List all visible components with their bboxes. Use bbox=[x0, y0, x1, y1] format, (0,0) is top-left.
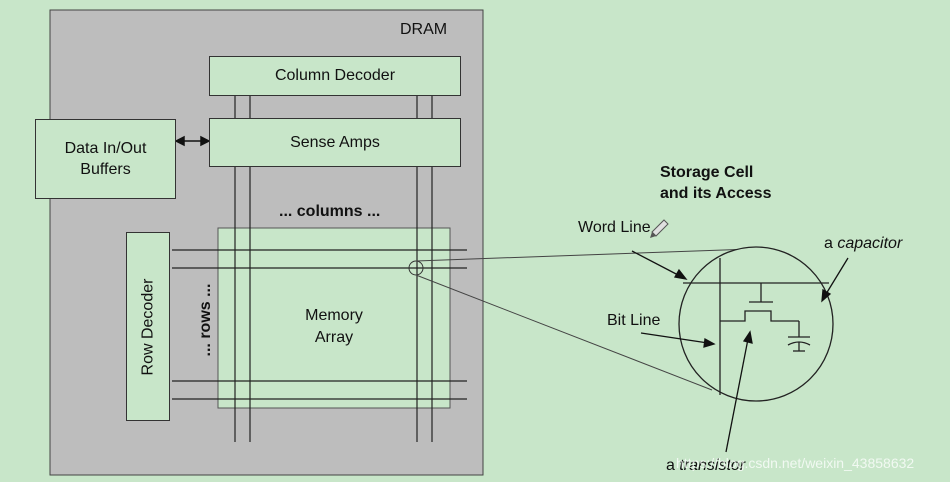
memory-array-label: Memory Array bbox=[301, 305, 367, 349]
memory-array-box bbox=[217, 227, 451, 409]
sense-amps-label: Sense Amps bbox=[290, 133, 380, 151]
row-decoder-label: Row Decoder bbox=[139, 278, 156, 375]
word-line-label: Word Line bbox=[578, 219, 651, 236]
columns-label: ... columns ... bbox=[279, 203, 381, 220]
memory-array-label-line2: Array bbox=[314, 329, 354, 346]
transistor-label-prefix: a bbox=[666, 457, 680, 474]
transistor-icon bbox=[720, 283, 799, 322]
column-decoder-box: Column Decoder bbox=[209, 56, 461, 96]
column-decoder-label: Column Decoder bbox=[274, 67, 396, 84]
memory-array-label-line1: Memory bbox=[305, 307, 363, 324]
capacitor-icon bbox=[787, 321, 811, 352]
zoom-line-bottom bbox=[415, 274, 713, 391]
storage-cell-title: Storage Cell and its Access bbox=[660, 162, 771, 204]
transistor-label-word: transistor bbox=[679, 457, 746, 474]
word-lines bbox=[172, 249, 467, 400]
data-buffers-label-line2: Buffers bbox=[80, 161, 131, 178]
data-sense-arrow bbox=[174, 135, 211, 147]
row-decoder-box: Row Decoder bbox=[126, 232, 170, 421]
callout-arrows bbox=[631, 250, 849, 453]
dram-title: DRAM bbox=[400, 21, 448, 38]
capacitor-label-prefix: a bbox=[824, 235, 838, 252]
zoom-line-top bbox=[415, 248, 753, 262]
storage-cell-title-line2: and its Access bbox=[660, 185, 772, 202]
storage-cell-circle bbox=[678, 246, 834, 402]
transistor-label: a transistor bbox=[666, 457, 745, 475]
bit-line-label: Bit Line bbox=[607, 312, 661, 329]
pencil-cursor-icon bbox=[650, 219, 669, 238]
data-buffers-label-line1: Data In/Out bbox=[64, 140, 147, 157]
rows-label: ... rows ... bbox=[197, 283, 214, 357]
capacitor-label-word: capacitor bbox=[837, 235, 903, 252]
sense-amps-box: Sense Amps bbox=[209, 118, 461, 167]
watermark-text: https://blog.csdn.net/weixin_43858632 bbox=[676, 455, 915, 471]
capacitor-label: a capacitor bbox=[824, 235, 902, 253]
storage-cell-title-line1: Storage Cell bbox=[660, 164, 754, 181]
data-buffers-box: Data In/Out Buffers bbox=[35, 119, 176, 199]
bit-lines bbox=[234, 96, 433, 442]
